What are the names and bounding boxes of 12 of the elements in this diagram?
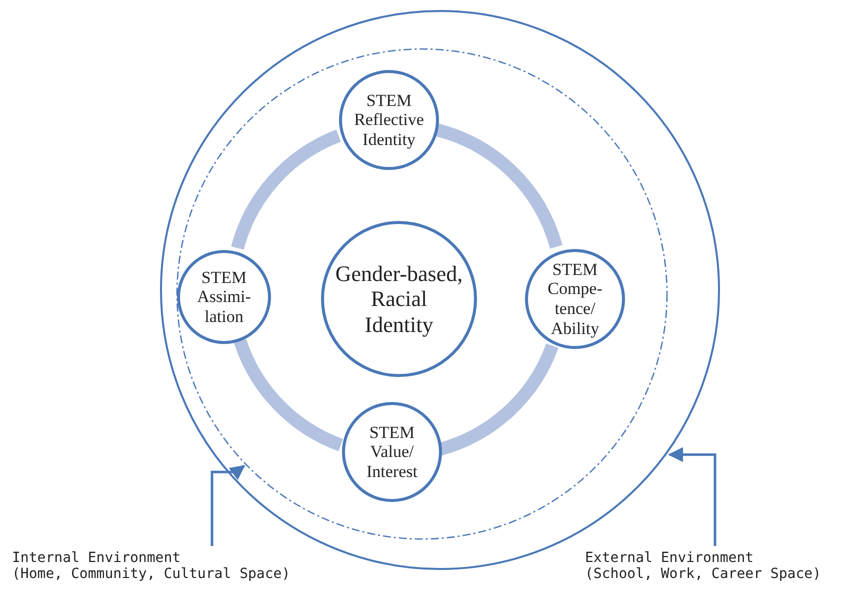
dashed-circle xyxy=(176,48,668,540)
circle-label: Gender-based, Racial Identity xyxy=(335,261,463,337)
environment-label: Internal Environment xyxy=(12,550,182,566)
circle-label: STEM Compe-tence/Ability xyxy=(546,260,604,338)
environment-description: (Home, Community, Cultural Space) xyxy=(12,566,292,582)
circle-label: STEM Assimi-lation xyxy=(196,268,252,326)
environment-label: External Environment xyxy=(585,550,755,566)
arrow xyxy=(668,447,716,546)
arrow xyxy=(210,464,246,546)
circle-label: STEM Reflective Identity xyxy=(353,90,425,150)
circle-label: STEM Value/Interest xyxy=(366,422,418,482)
environment-description: (School, Work, Career Space) xyxy=(585,566,822,582)
